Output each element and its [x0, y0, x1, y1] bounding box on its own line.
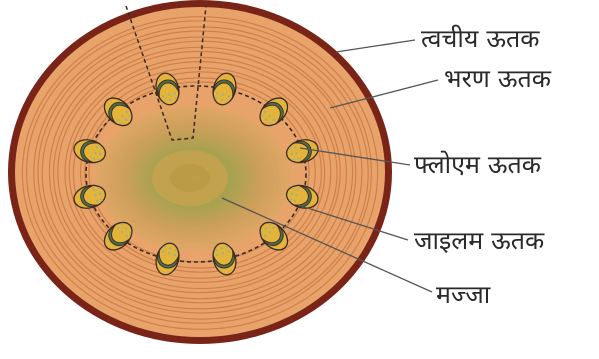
pith-label: मज्जा	[436, 282, 490, 307]
pith-core	[170, 164, 210, 192]
epidermis-label: त्वचीय ऊतक	[421, 26, 539, 51]
cortex-label: भरण ऊतक	[444, 66, 551, 91]
xylem-label: जाइलम ऊतक	[414, 228, 544, 253]
phloem-label: फ्लोएम ऊतक	[414, 152, 541, 177]
epidermis-leader-line	[336, 40, 415, 52]
